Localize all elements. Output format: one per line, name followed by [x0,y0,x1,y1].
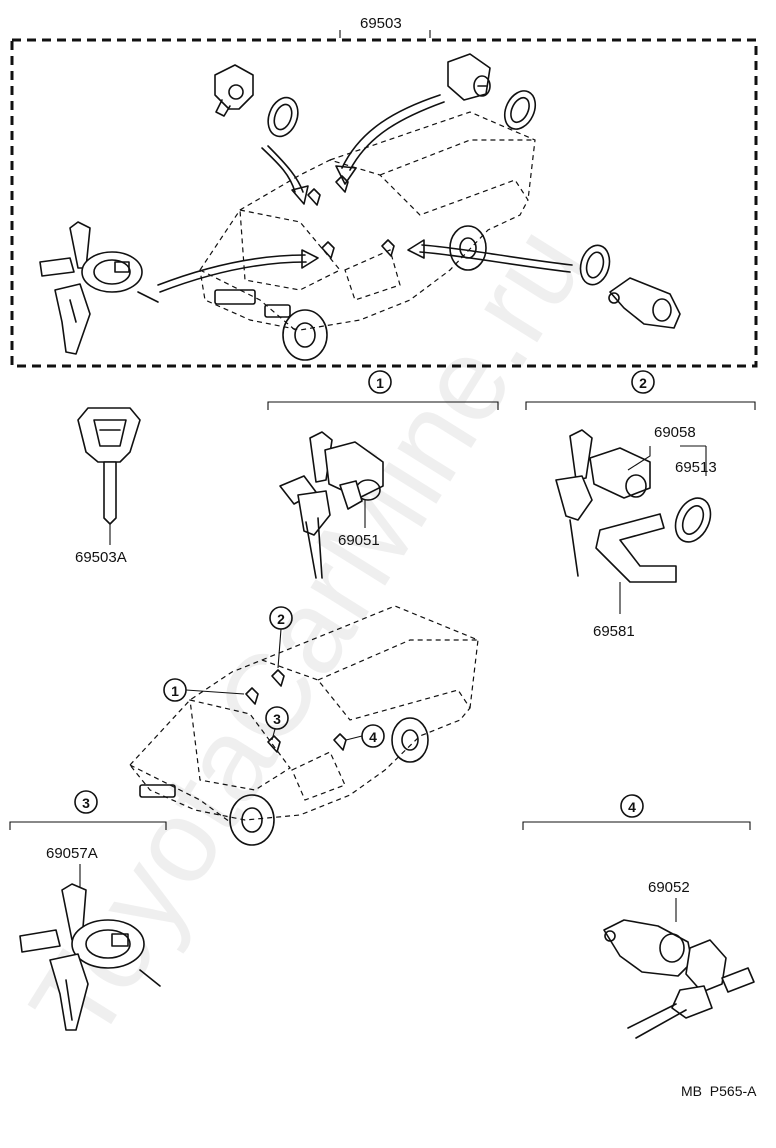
part-label-69057A: 69057A [46,845,98,862]
callout-3-truck: 3 [273,711,281,727]
part-label-69058: 69058 [654,424,696,441]
part-label-69503A: 69503A [75,549,127,566]
part-label-69513: 69513 [675,459,717,476]
lock-cylinder-icon [608,277,681,329]
callout-1: 1 [376,375,384,391]
ignition-key-assembly-icon [19,883,161,1031]
callout-2-truck: 2 [277,611,285,627]
gasket-icon [267,96,299,138]
kit-box-69503: 69503 [10,15,758,368]
callout-2: 2 [639,375,647,391]
group-bracket-3: 3 [9,790,167,830]
key-lock-set-icon [279,431,384,579]
arrow-icons [157,94,573,293]
ignition-key-assembly-icon [39,221,159,355]
group-bracket-4: 4 [522,794,751,830]
gasket-icon [674,497,712,543]
gasket-icon [503,90,537,130]
retainer-clip-icon [595,513,677,583]
key-lock-set-icon [555,429,651,577]
group-bracket-1: 1 [267,370,499,410]
callout-4: 4 [628,799,636,815]
callout-4-truck: 4 [369,729,377,745]
key-lock-set-icon [603,919,755,1039]
callout-1-truck: 1 [171,683,179,699]
lock-cylinder-icon [447,53,491,101]
group-bracket-2: 2 [525,370,756,410]
part-label-69581: 69581 [593,623,635,640]
callout-3: 3 [82,795,90,811]
lock-cylinder-icon [214,64,254,117]
part-label-69052: 69052 [648,879,690,896]
part-label-69503: 69503 [360,15,402,32]
part-label-69051: 69051 [338,532,380,549]
key-icon [77,407,141,525]
drawing-code: MB P565-A [681,1083,757,1099]
callout-markers: 2 1 3 4 [163,606,385,748]
